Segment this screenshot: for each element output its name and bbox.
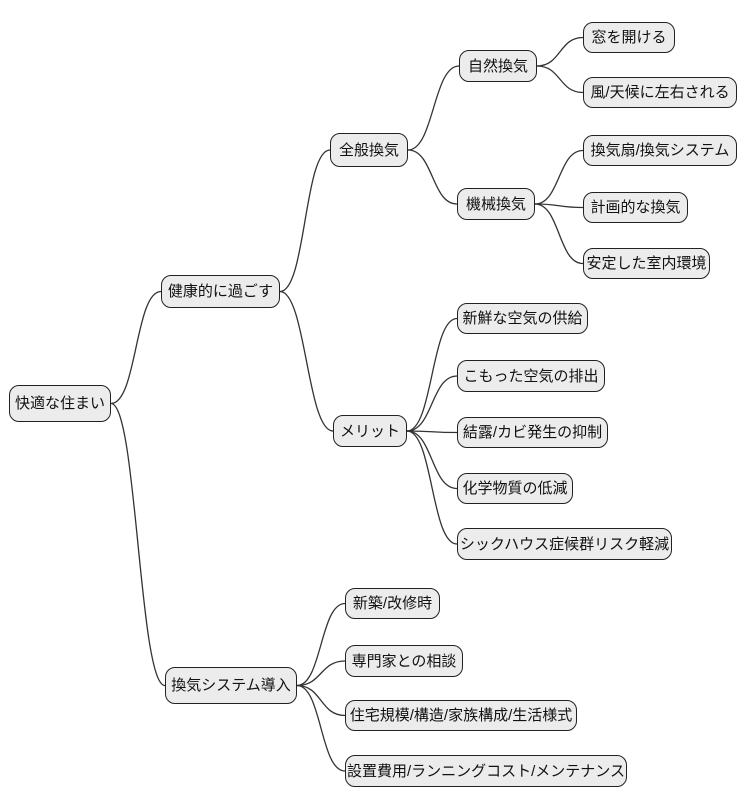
edge-mechanical-ventilation-to-fan-ventilation-system [534, 149, 584, 205]
node-comfortable-home: 快適な住まい [9, 385, 111, 422]
node-general-ventilation: 全般換気 [330, 133, 408, 167]
node-stable-indoor-environment: 安定した室内環境 [583, 248, 710, 279]
edge-merits-to-fresh-air-supply [406, 317, 458, 432]
node-fan-ventilation-system: 換気扇/換気システム [583, 135, 737, 166]
edge-natural-ventilation-to-open-windows [536, 36, 584, 67]
edge-ventilation-system-install-to-home-scale-structure-family-lifestyle [296, 684, 346, 717]
edge-healthy-living-to-merits [279, 290, 334, 432]
node-planned-ventilation: 計画的な換気 [583, 192, 688, 223]
edge-merits-to-chemical-reduction [406, 430, 458, 490]
node-merits: メリット [333, 415, 407, 447]
node-installation-running-cost-maintenance: 設置費用/ランニングコスト/メンテナンス [345, 755, 627, 787]
edge-mechanical-ventilation-to-stable-indoor-environment [534, 203, 584, 265]
edge-comfortable-home-to-healthy-living [110, 290, 162, 405]
edge-ventilation-system-install-to-new-build-renovation [296, 602, 346, 687]
edge-general-ventilation-to-natural-ventilation [407, 65, 460, 151]
node-home-scale-structure-family-lifestyle: 住宅規模/構造/家族構成/生活様式 [345, 700, 577, 731]
node-fresh-air-supply: 新鮮な空気の供給 [457, 303, 588, 334]
node-new-build-renovation: 新築/改修時 [345, 588, 440, 619]
edge-mechanical-ventilation-to-planned-ventilation [534, 203, 584, 209]
node-mechanical-ventilation: 機械換気 [457, 188, 535, 220]
edge-ventilation-system-install-to-installation-running-cost-maintenance [296, 684, 346, 772]
node-open-windows: 窓を開ける [583, 22, 675, 53]
node-weather-dependent: 風/天候に左右される [583, 77, 737, 108]
node-stale-air-exhaust: こもった空気の排出 [457, 360, 605, 392]
edge-merits-to-stale-air-exhaust [406, 375, 458, 432]
edge-general-ventilation-to-mechanical-ventilation [407, 149, 458, 205]
node-expert-consultation: 専門家との相談 [345, 645, 463, 677]
node-condensation-mold-control: 結露/カビ発生の抑制 [457, 417, 608, 448]
edge-merits-to-sick-house-risk-reduction [406, 430, 458, 545]
node-chemical-reduction: 化学物質の低減 [457, 473, 573, 504]
edge-healthy-living-to-general-ventilation [279, 149, 331, 293]
edge-natural-ventilation-to-weather-dependent [536, 65, 584, 94]
edge-ventilation-system-install-to-expert-consultation [296, 660, 346, 687]
node-healthy-living: 健康的に過ごす [161, 275, 280, 308]
node-sick-house-risk-reduction: シックハウス症候群リスク軽減 [457, 528, 672, 560]
edge-merits-to-condensation-mold-control [406, 430, 458, 434]
edge-comfortable-home-to-ventilation-system-install [110, 402, 166, 687]
node-natural-ventilation: 自然換気 [459, 50, 537, 82]
node-ventilation-system-install: 換気システム導入 [165, 667, 297, 704]
